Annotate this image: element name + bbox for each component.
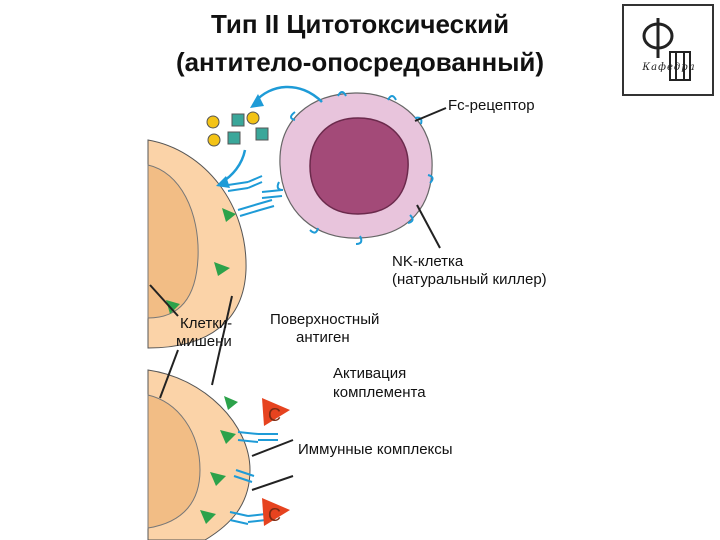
immune-complexes-label: Иммунные комплексы [298,441,453,458]
cytokines [206,111,269,147]
arrow-head-icon [216,176,230,188]
surface-antigen-sublabel: антиген [296,329,350,346]
arrow-head-icon [250,94,264,108]
upper-target-cell [147,139,247,349]
antibodies-lower [229,431,278,525]
nk-cell-label: NK-клетка [392,253,464,270]
target-cells-sublabel: мишени [176,333,232,350]
surface-antigen-label: Поверхностный [270,311,380,328]
surface-antigens [166,208,238,524]
target-cells-label: Клетки- [180,315,233,332]
lower-target-cell [147,369,251,540]
complement-symbol: C [268,405,281,425]
complement-triangles [262,398,290,526]
logo-text: Кафедра [642,62,696,73]
title-line-2: (антитело-опосредованный) [175,47,545,77]
antibodies-upper [227,175,283,217]
department-emblem-icon [642,18,691,81]
nk-cell [276,91,434,245]
department-logo: Кафедра [622,4,714,96]
leader-lines [149,107,447,491]
complement-symbol: C [268,505,281,525]
fc-receptor-label: Fc-рецептор [448,97,535,114]
complement-activation-sublabel: комплемента [333,384,426,401]
nk-cell-sublabel: (натуральный киллер) [392,271,547,288]
title-line-1: Тип II Цитотоксический [210,9,510,39]
complement-activation-label: Активация [333,365,407,382]
